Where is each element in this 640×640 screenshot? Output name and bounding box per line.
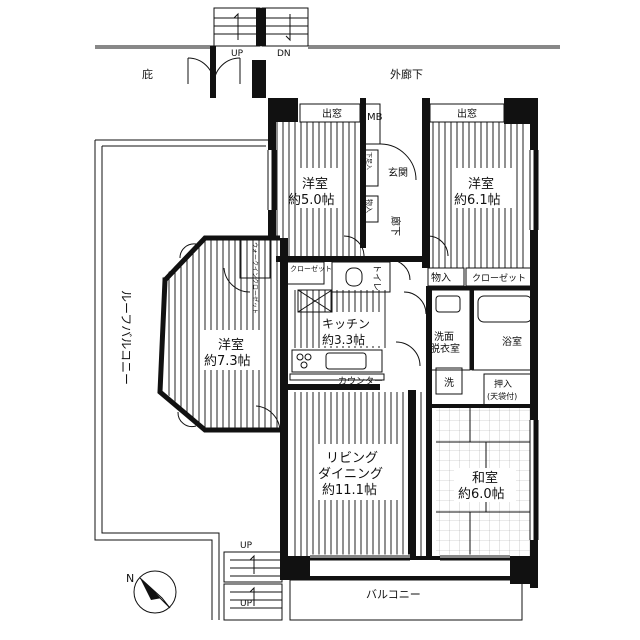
room-a-name: 洋室 — [302, 176, 328, 192]
shoe-storage-label: 下足入 — [365, 152, 372, 170]
room-c-name: 洋室 — [218, 337, 244, 353]
kitchen-size: 約3.3帖 — [322, 332, 365, 347]
hallway-label: 廊下 — [389, 216, 402, 236]
north-label: N — [126, 572, 134, 585]
living-name-line2: ダイニング — [318, 467, 383, 482]
stair-up-label-2: UP — [240, 541, 253, 551]
living-name-line1: リビング — [326, 451, 378, 466]
north-arrow-icon — [133, 570, 177, 614]
bay-window-a-label: 出窓 — [322, 107, 342, 120]
room-b-size: 約6.1帖 — [454, 193, 501, 208]
corridor-label: 外廊下 — [390, 67, 423, 81]
washroom-line1: 洗面 — [434, 331, 454, 343]
small-closet-label: クローゼット — [290, 264, 332, 273]
washer-label: 洗 — [444, 377, 454, 389]
roof-balcony-label: ルーフバルコニー — [119, 290, 133, 385]
staircase-top — [213, 7, 309, 47]
room-a-size: 約5.0帖 — [288, 193, 335, 208]
staircase-bottom — [223, 551, 283, 621]
japanese-room-name: 和室 — [472, 470, 498, 486]
washroom-line2: 脱衣室 — [430, 342, 460, 355]
toilet-label: トイレ — [371, 264, 381, 291]
room-c-size: 約7.3帖 — [204, 354, 251, 369]
counter-label: カウンター — [338, 376, 383, 387]
walkin-closet-label: ウォークインクローゼット — [251, 242, 259, 314]
oshiire-line2: (天袋付) — [487, 391, 517, 401]
bay-window-b-label: 出窓 — [457, 107, 477, 120]
kitchen-name: キッチン — [322, 317, 370, 331]
closet-right-label: クローゼット — [472, 272, 526, 284]
eaves-label: 庇 — [142, 67, 153, 81]
meter-box-label: MB — [367, 112, 383, 123]
stair-up-label-3: UP — [240, 599, 253, 609]
room-b-name: 洋室 — [468, 176, 494, 192]
storage-hall-label: 物入 — [365, 199, 374, 213]
stair-up-label: UP — [231, 49, 244, 59]
living-size: 約11.1帖 — [322, 483, 377, 498]
storage-right-label: 物入 — [431, 271, 451, 284]
oshiire-line1: 押入 — [494, 378, 512, 390]
bathroom-label: 浴室 — [502, 335, 522, 348]
japanese-room-size: 約6.0帖 — [458, 487, 505, 502]
stair-down-label: DN — [277, 49, 291, 59]
walls — [268, 98, 538, 588]
entrance-label: 玄関 — [388, 166, 408, 179]
balcony-label: バルコニー — [366, 588, 421, 601]
